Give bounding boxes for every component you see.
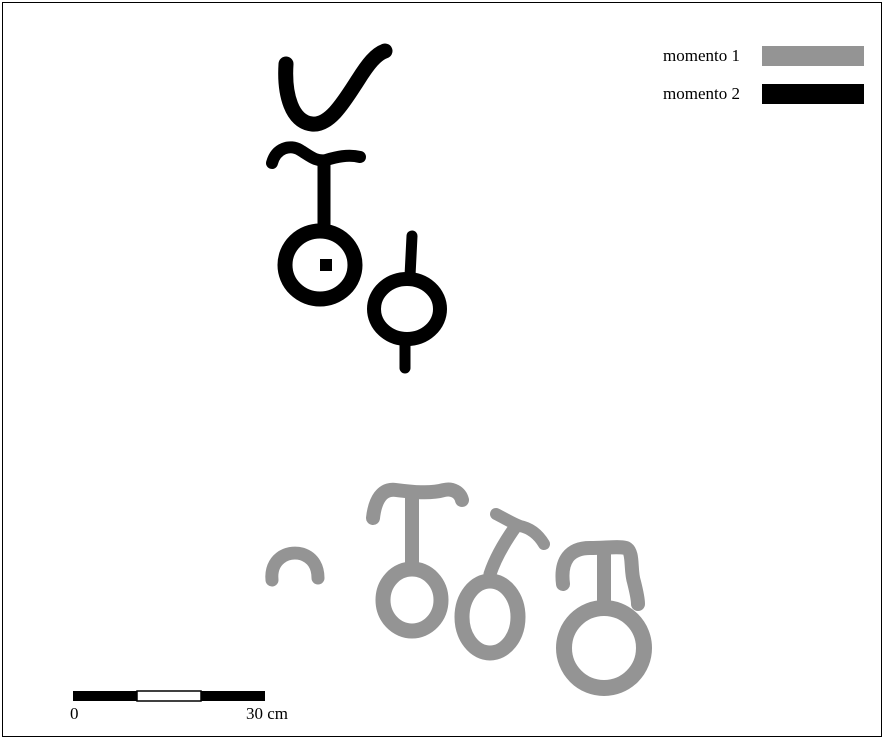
legend-label-moment2: momento 2 — [663, 85, 740, 102]
moment1-stem-2 — [490, 526, 516, 574]
legend-label-moment1: momento 1 — [663, 47, 740, 64]
legend-swatch-moment2 — [762, 84, 864, 104]
moment2-v-sign — [286, 51, 385, 124]
moment2-crossbar — [272, 147, 360, 163]
scale-label-start: 0 — [70, 705, 79, 722]
moment2-stem-2-top — [410, 236, 412, 276]
scale-label-end: 30 cm — [246, 705, 288, 722]
scale-bar-segment-3 — [201, 691, 265, 701]
scale-bar-segment-2 — [137, 691, 201, 701]
moment2-center-dot — [320, 259, 332, 271]
legend-swatch-moment1 — [762, 46, 864, 66]
moment1-figures — [272, 489, 644, 688]
moment2-figures — [272, 51, 440, 368]
moment1-hook — [272, 553, 318, 580]
scale-bar-segment-1 — [73, 691, 137, 701]
moment2-ring-2 — [374, 279, 440, 339]
moment1-ring-1 — [383, 569, 441, 631]
moment1-ring-3 — [564, 608, 644, 688]
scale-bar — [73, 691, 265, 701]
moment1-ring-2 — [462, 581, 518, 653]
